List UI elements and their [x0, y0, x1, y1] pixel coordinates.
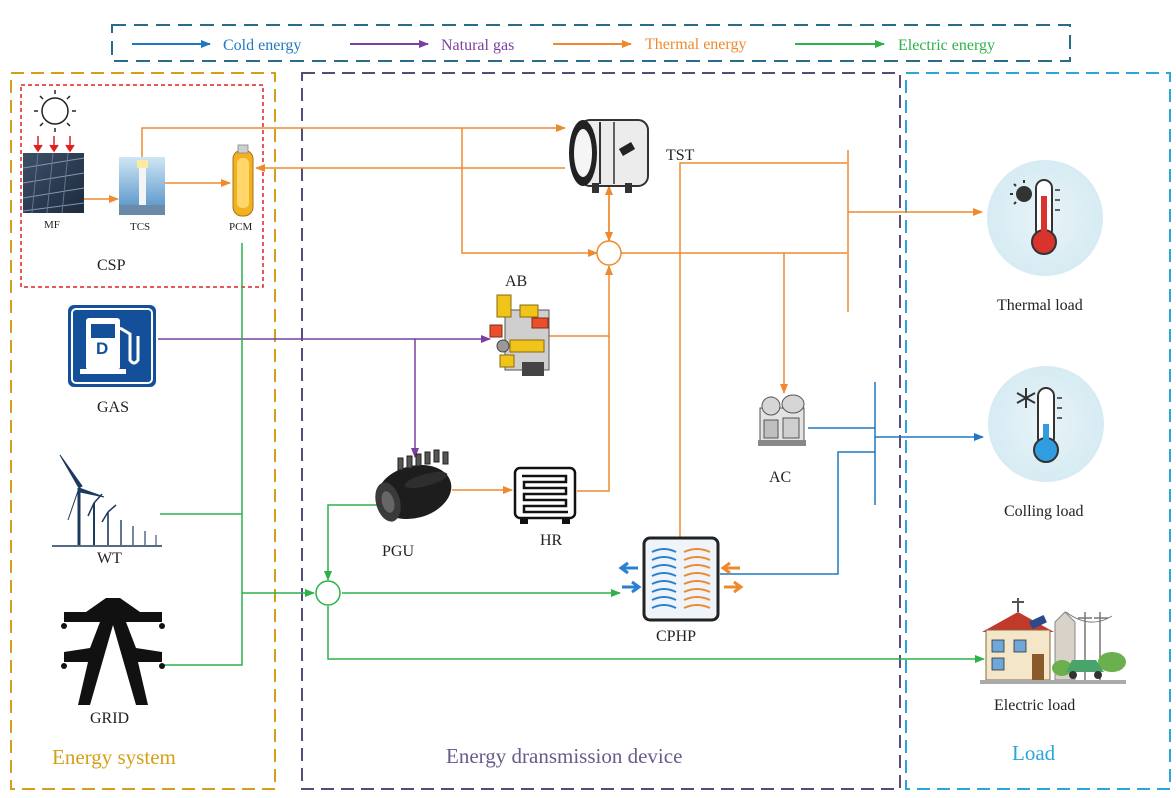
thermal-load-thermometer-icon	[987, 160, 1103, 276]
energy-system-region	[10, 72, 276, 790]
csp-label: CSP	[97, 257, 126, 274]
load-region	[905, 72, 1171, 790]
gas-station-icon: D	[68, 305, 156, 387]
legend-border	[111, 24, 1071, 62]
grid-tower-icon	[61, 598, 165, 705]
cold-cphp-bus	[720, 451, 875, 575]
electric-junction-node	[315, 580, 341, 606]
flow-lines	[84, 124, 985, 666]
mirror-field-icon	[22, 152, 85, 214]
mf-label: MF	[44, 219, 60, 231]
ac-label: AC	[769, 469, 791, 486]
wind-turbine-icon	[52, 454, 162, 547]
thermal-flow-cphp-bus	[679, 162, 847, 538]
electric-load-label: Electric load	[994, 697, 1075, 714]
legend-gas-label: Natural gas	[441, 37, 514, 54]
thermal-flow-ab-node	[548, 265, 613, 337]
tst-label: TST	[666, 147, 695, 164]
csp-region	[20, 84, 264, 288]
thermal-flow-to-node	[461, 128, 598, 257]
electric-pgu-node	[324, 504, 378, 581]
gas-label: GAS	[97, 399, 129, 416]
thermal-junction-node	[596, 240, 622, 266]
thermal-load-label: Thermal load	[997, 297, 1083, 314]
transmission-region	[301, 72, 901, 790]
grid-label: GRID	[90, 710, 129, 727]
hr-heat-recovery-icon	[513, 466, 577, 524]
load-title: Load	[1012, 741, 1056, 765]
wt-label: WT	[97, 550, 122, 567]
thermal-flow-hr-node	[577, 336, 610, 492]
tst-storage-tank-icon	[569, 119, 649, 193]
cphp-label: CPHP	[656, 628, 696, 645]
pgu-label: PGU	[382, 543, 414, 560]
ab-boiler-icon	[489, 294, 550, 376]
ab-label: AB	[505, 273, 527, 290]
electric-node-load	[327, 606, 985, 663]
pcm-tank-icon	[232, 144, 254, 217]
legend-electric-label: Electric energy	[898, 37, 995, 54]
electric-pcm-grid-bus	[162, 243, 243, 666]
solar-tower-icon	[119, 157, 165, 215]
cphp-heat-pump-icon	[618, 536, 744, 622]
ac-chiller-icon	[758, 394, 806, 446]
thermal-flow-tcs-tst	[141, 124, 566, 157]
sun-icon	[34, 90, 76, 132]
energy-system-title: Energy system	[52, 745, 176, 769]
sun-rays-arrows	[33, 136, 75, 153]
electric-load-house-icon	[980, 598, 1126, 684]
cooling-load-label: Colling load	[1004, 503, 1084, 520]
cooling-load-thermometer-icon	[988, 366, 1104, 482]
legend-thermal-label: Thermal energy	[645, 36, 746, 53]
legend: Cold energy Natural gas Thermal energy E…	[111, 24, 1071, 62]
pcm-label: PCM	[229, 221, 252, 233]
hr-label: HR	[540, 532, 563, 549]
pgu-generator-icon	[375, 449, 452, 522]
svg-text:D: D	[96, 339, 108, 358]
legend-cold-label: Cold energy	[223, 37, 301, 54]
tcs-label: TCS	[130, 221, 150, 233]
transmission-title: Energy dransmission device	[446, 744, 682, 768]
